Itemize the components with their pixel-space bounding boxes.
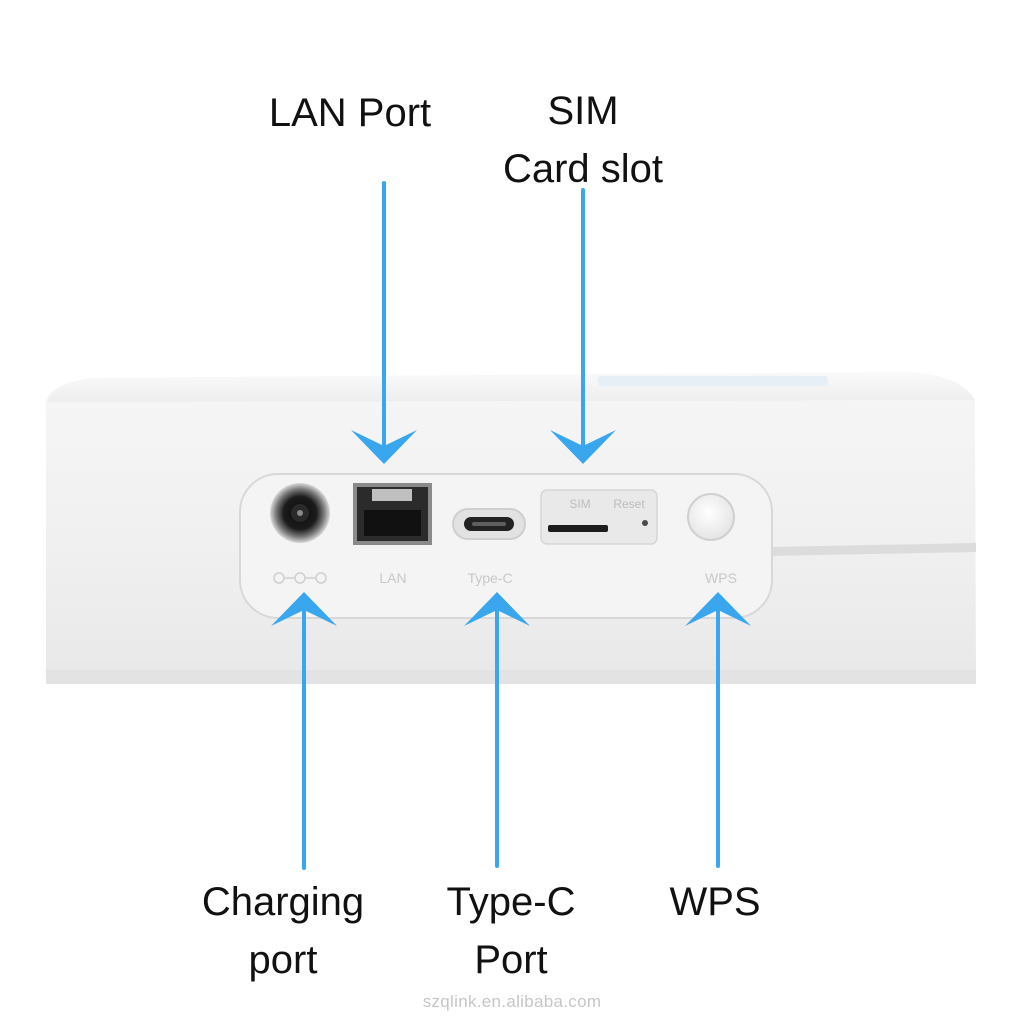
type-c-marking: Type-C xyxy=(467,570,512,586)
wps-label-text: WPS xyxy=(669,880,761,924)
sim-label-line1: SIM xyxy=(547,89,619,133)
wps-label: WPS xyxy=(630,873,800,931)
arrow-lan xyxy=(351,181,417,464)
wps-button xyxy=(687,493,735,541)
watermark: szqlink.en.alibaba.com xyxy=(422,992,602,1011)
lan-marking: LAN xyxy=(379,570,406,586)
arrow-type-c xyxy=(464,592,530,868)
sim-label-line2: Card slot xyxy=(502,147,664,191)
dc-jack xyxy=(270,483,330,543)
arrow-sim xyxy=(550,188,616,464)
sim-slot xyxy=(540,489,658,545)
dc-polarity-symbol xyxy=(273,572,327,584)
typec-label-line1: Type-C xyxy=(446,880,576,924)
arrow-wps xyxy=(685,592,751,868)
sim-marking: SIM xyxy=(569,497,590,511)
charging-port-label: Charging port xyxy=(170,873,396,989)
typec-label-line2: Port xyxy=(474,938,548,982)
sim-card-slot-label: SIM Card slot xyxy=(470,82,696,198)
charging-label-line1: Charging xyxy=(201,880,365,924)
type-c-port-label: Type-C Port xyxy=(410,873,612,989)
lan-port-label-text: LAN Port xyxy=(268,91,432,135)
reset-marking: Reset xyxy=(613,497,645,511)
type-c-port xyxy=(452,508,526,540)
arrow-charging xyxy=(271,592,337,870)
charging-label-line2: port xyxy=(248,938,318,982)
lan-port xyxy=(353,483,432,545)
callout-arrows xyxy=(271,181,751,870)
wps-marking: WPS xyxy=(705,570,737,586)
lan-port-label: LAN Port xyxy=(230,84,470,142)
